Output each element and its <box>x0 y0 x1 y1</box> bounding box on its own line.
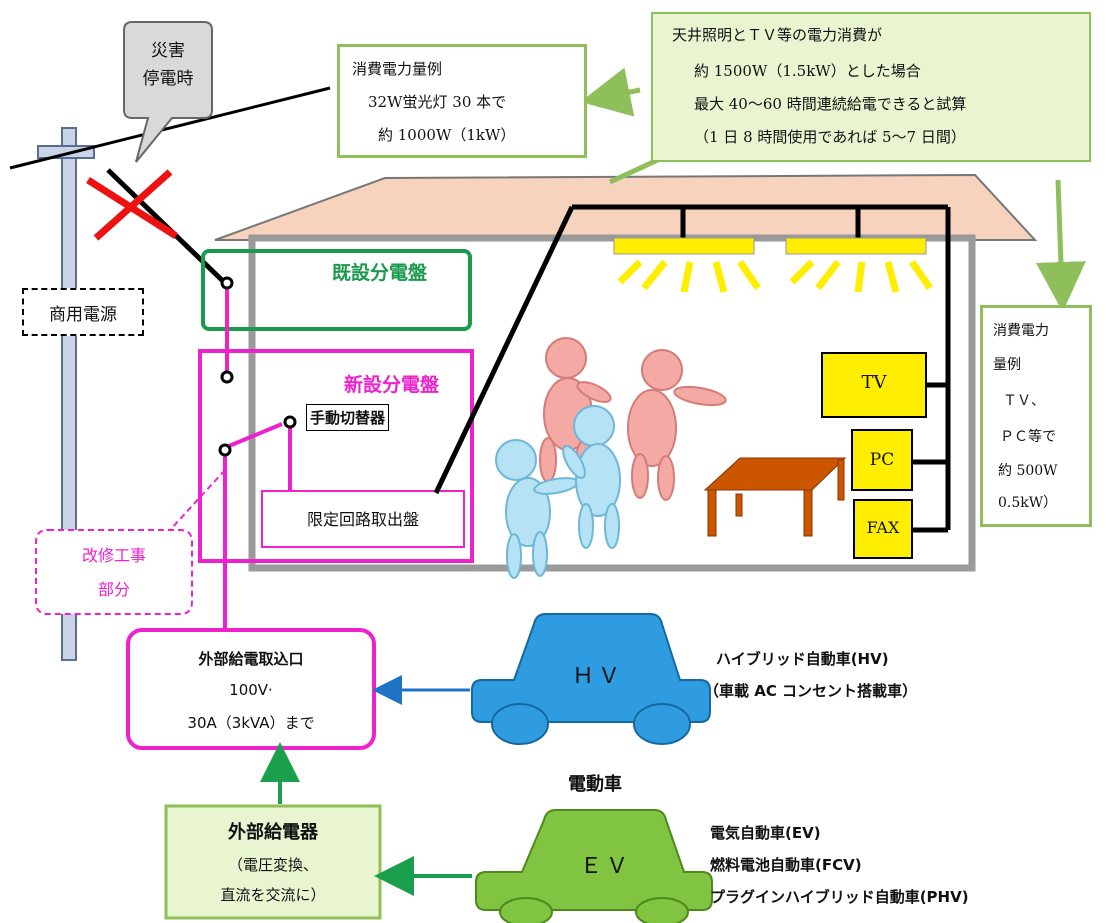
hv-car-label: ＨＶ <box>571 664 624 689</box>
lighting-tv-note-line-3: 最大 40～60 時間連続給電できると試算 <box>694 95 967 113</box>
tv-pc-example-line-1: 消費電力 <box>993 323 1049 339</box>
fluorescent-example-line-1: 消費電力量例 <box>352 60 443 78</box>
lighting-tv-note-line-1: 天井照明とＴＶ等の電力消費が <box>672 26 883 44</box>
pc-label: PC <box>869 450 895 470</box>
fax-box <box>853 499 913 559</box>
fluorescent-example-line-2: 32W蛍光灯 30 本で <box>368 93 507 111</box>
pc-box <box>851 429 913 491</box>
hv-car-desc-line-1: ハイブリッド自動車(HV) <box>716 650 889 668</box>
outage-bubble-line-1: 災害 <box>151 41 185 61</box>
ev-car-desc-line-2: 燃料電池自動車(FCV) <box>710 856 862 874</box>
lighting-tv-note-line-2: 約 1500W（1.5kW）とした場合 <box>694 62 921 80</box>
magenta-wiring <box>223 289 292 630</box>
ev-car-label: ＥＶ <box>579 854 632 879</box>
note-to-tvpc-arrow <box>1035 179 1086 312</box>
hv-car-desc-line-2: （車載 AC コンセント搭載車） <box>704 682 918 700</box>
tv-pc-example-line-5: 約 500W <box>998 463 1058 479</box>
manual-switch-lever[interactable] <box>228 422 283 448</box>
lighting-tv-note-line-4: （1 日 8 時間使用であれば 5～7 日間） <box>694 128 966 146</box>
external-inlet-line-2: 100V· <box>229 681 273 699</box>
renovation-callout <box>35 529 193 615</box>
manual-switch-label: 手動切替器 <box>306 404 390 431</box>
switch-terminals <box>218 276 297 457</box>
fluorescent-example-box <box>337 44 587 158</box>
fax-label: FAX <box>866 518 900 537</box>
new-panel-label: 新設分電盤 <box>344 374 440 396</box>
renovation-pointer-line <box>169 469 226 531</box>
external-inlet-line-1: 外部給電取込口 <box>198 650 304 668</box>
limited-circuit-panel-label: 限定回路取出盤 <box>306 510 419 529</box>
tv-pc-example-line-2: 量例 <box>993 357 1021 373</box>
tv-box <box>821 352 927 418</box>
power-cut-x-icon <box>86 169 178 241</box>
limited-circuit-panel-box <box>261 490 465 548</box>
existing-panel-label: 既設分電盤 <box>332 262 428 284</box>
fluorescent-example-line-3: 約 1000W（1kW） <box>378 126 516 144</box>
tv-pc-example-line-3: ＴＶ、 <box>1003 393 1045 409</box>
hv-car-icon <box>471 613 711 745</box>
person-blue-1 <box>495 439 579 579</box>
external-feeder-box <box>164 804 382 920</box>
light-rays <box>617 259 933 293</box>
person-blue-2 <box>562 405 621 549</box>
outage-bubble-line-2: 停電時 <box>142 69 194 89</box>
tv-pc-example-line-6: 0.5kW） <box>998 495 1058 511</box>
overhead-power-line <box>9 86 331 170</box>
external-feeder-line-3: 直流を交流に） <box>220 886 326 904</box>
existing-panel-box <box>201 249 472 331</box>
tv-pc-example-line-4: ＰＣ等で <box>1000 429 1056 445</box>
person-pink-2 <box>627 349 727 501</box>
lighting-tv-note-box <box>651 12 1091 162</box>
new-panel-box <box>198 349 474 563</box>
external-inlet-line-3: 30A（3kVA）まで <box>187 714 315 732</box>
black-circuit-wiring <box>433 204 951 533</box>
utility-pole <box>61 127 77 661</box>
tv-pc-example-box <box>980 305 1092 527</box>
commercial-power-box <box>22 288 144 336</box>
ev-car-desc-line-3: プラグインハイブリッド自動車(PHV) <box>710 888 969 906</box>
ev-car-icon <box>475 809 713 923</box>
external-feeder-line-1: 外部給電器 <box>228 822 318 843</box>
house-body <box>248 234 976 572</box>
external-feeder-line-2: （電圧変換、 <box>227 856 318 874</box>
renovation-label-line-2: 部分 <box>97 580 130 599</box>
table <box>703 457 847 537</box>
renovation-label-line-1: 改修工事 <box>81 546 146 565</box>
ceiling-light-right <box>785 237 927 255</box>
ceiling-light-left <box>613 237 755 255</box>
ev-car-desc-line-1: 電気自動車(EV) <box>710 824 821 842</box>
tv-label: TV <box>861 372 887 393</box>
note-to-fluorescent-arrow <box>580 67 641 117</box>
electric-vehicle-label: 電動車 <box>568 774 622 795</box>
outage-bubble <box>123 21 213 163</box>
commercial-power-label: 商用電源 <box>49 305 117 325</box>
